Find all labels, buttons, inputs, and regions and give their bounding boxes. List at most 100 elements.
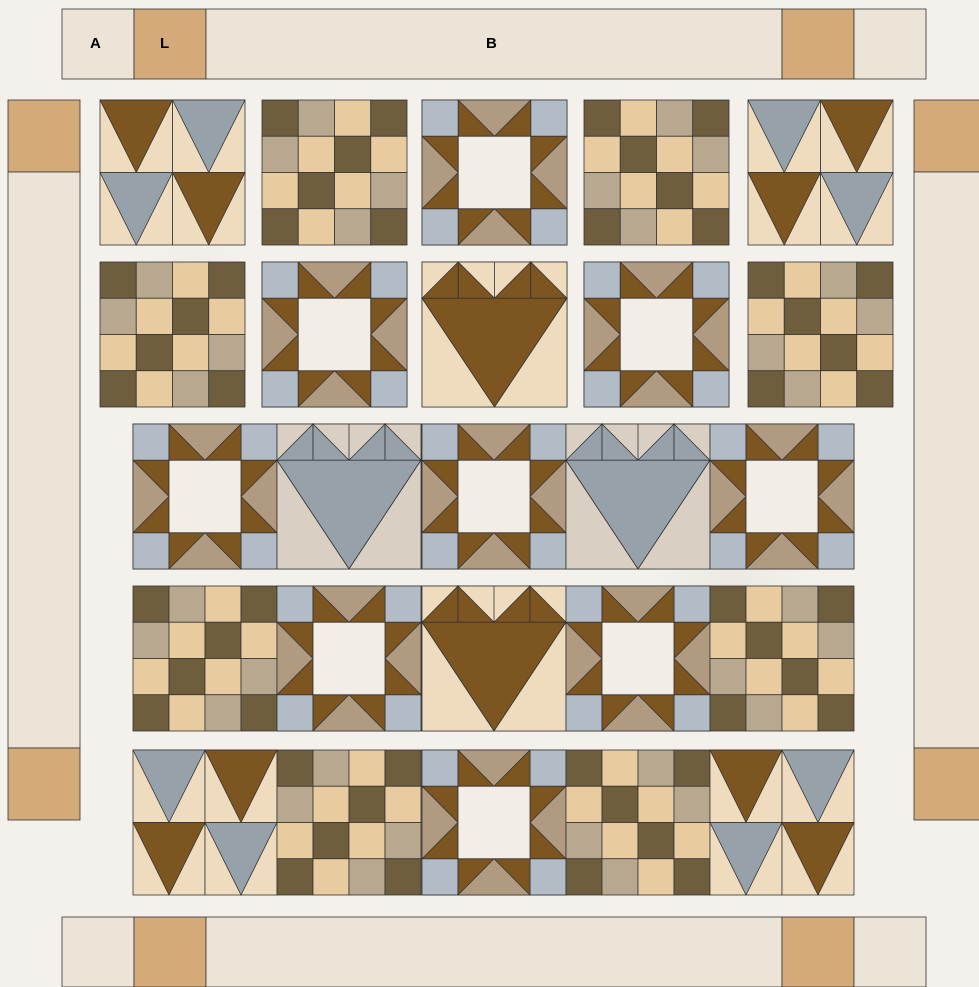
star-corner: [530, 424, 566, 460]
patch: [385, 750, 421, 786]
patch: [335, 173, 371, 209]
border-piece-l: [134, 9, 206, 79]
star-corner: [674, 586, 710, 622]
heart-block: [277, 424, 421, 569]
border-piece-l: [8, 748, 80, 820]
patch: [748, 335, 784, 371]
star-corner: [371, 262, 407, 298]
star-corner: [693, 371, 729, 407]
star-corner: [566, 586, 602, 622]
patch: [857, 298, 893, 334]
patch: [566, 750, 602, 786]
patch: [169, 659, 205, 695]
star-corner: [818, 424, 854, 460]
patch: [205, 659, 241, 695]
patch: [821, 262, 857, 298]
star-block: [422, 424, 566, 569]
patch: [262, 209, 298, 245]
patch: [262, 100, 298, 136]
patch: [748, 262, 784, 298]
patch: [782, 695, 818, 731]
patch: [335, 209, 371, 245]
patch: [566, 823, 602, 859]
nine-patch-block: [748, 262, 893, 407]
patch: [710, 586, 746, 622]
patch: [385, 859, 421, 895]
patch: [335, 136, 371, 172]
patch: [638, 823, 674, 859]
patch: [313, 823, 349, 859]
patch: [620, 100, 656, 136]
patch: [782, 622, 818, 658]
star-corner: [530, 750, 566, 786]
patch: [784, 262, 820, 298]
left-border: [8, 100, 80, 820]
patch: [133, 695, 169, 731]
star-corner: [422, 859, 458, 895]
patch: [584, 173, 620, 209]
star-corner: [262, 371, 298, 407]
star-center: [620, 298, 693, 371]
patch: [674, 750, 710, 786]
star-corner: [422, 533, 458, 569]
patch: [169, 586, 205, 622]
patch: [620, 173, 656, 209]
star-block: [584, 262, 729, 407]
label-a: A: [90, 35, 101, 52]
star-block: [710, 424, 854, 569]
patch: [784, 335, 820, 371]
patch: [298, 100, 334, 136]
star-block: [422, 750, 566, 895]
patch: [173, 371, 209, 407]
patch: [657, 209, 693, 245]
patch: [349, 786, 385, 822]
patch: [241, 695, 277, 731]
patch: [857, 371, 893, 407]
patch: [566, 786, 602, 822]
patch: [821, 335, 857, 371]
star-corner: [566, 695, 602, 731]
border-piece-l: [782, 917, 854, 987]
patch: [746, 659, 782, 695]
patch: [100, 335, 136, 371]
star-corner: [584, 262, 620, 298]
star-corner: [530, 533, 566, 569]
patch: [818, 586, 854, 622]
patch: [638, 786, 674, 822]
patch: [674, 823, 710, 859]
patch: [133, 622, 169, 658]
patch: [693, 100, 729, 136]
border-corner-a: [854, 917, 926, 987]
patch: [205, 695, 241, 731]
star-corner: [262, 262, 298, 298]
patch: [371, 100, 407, 136]
patch: [602, 823, 638, 859]
patch: [693, 136, 729, 172]
patch: [262, 173, 298, 209]
patch: [313, 859, 349, 895]
heart-quad-block: [710, 750, 854, 895]
patch: [169, 695, 205, 731]
star-corner: [584, 371, 620, 407]
star-corner: [385, 695, 421, 731]
patch: [313, 750, 349, 786]
patch: [100, 298, 136, 334]
label-l: L: [160, 35, 169, 52]
patch: [371, 209, 407, 245]
patch: [100, 262, 136, 298]
patch: [277, 786, 313, 822]
patch: [821, 371, 857, 407]
star-block: [262, 262, 407, 407]
patch: [133, 659, 169, 695]
patch: [746, 695, 782, 731]
nine-patch-block: [262, 100, 407, 245]
star-center: [313, 622, 385, 695]
star-center: [746, 460, 818, 533]
star-center: [298, 298, 371, 371]
bottom-border: [62, 917, 926, 987]
right-border: [914, 100, 979, 820]
heart-quad-block: [100, 100, 245, 245]
heart-block: [422, 586, 566, 731]
border-piece-l: [134, 917, 206, 987]
